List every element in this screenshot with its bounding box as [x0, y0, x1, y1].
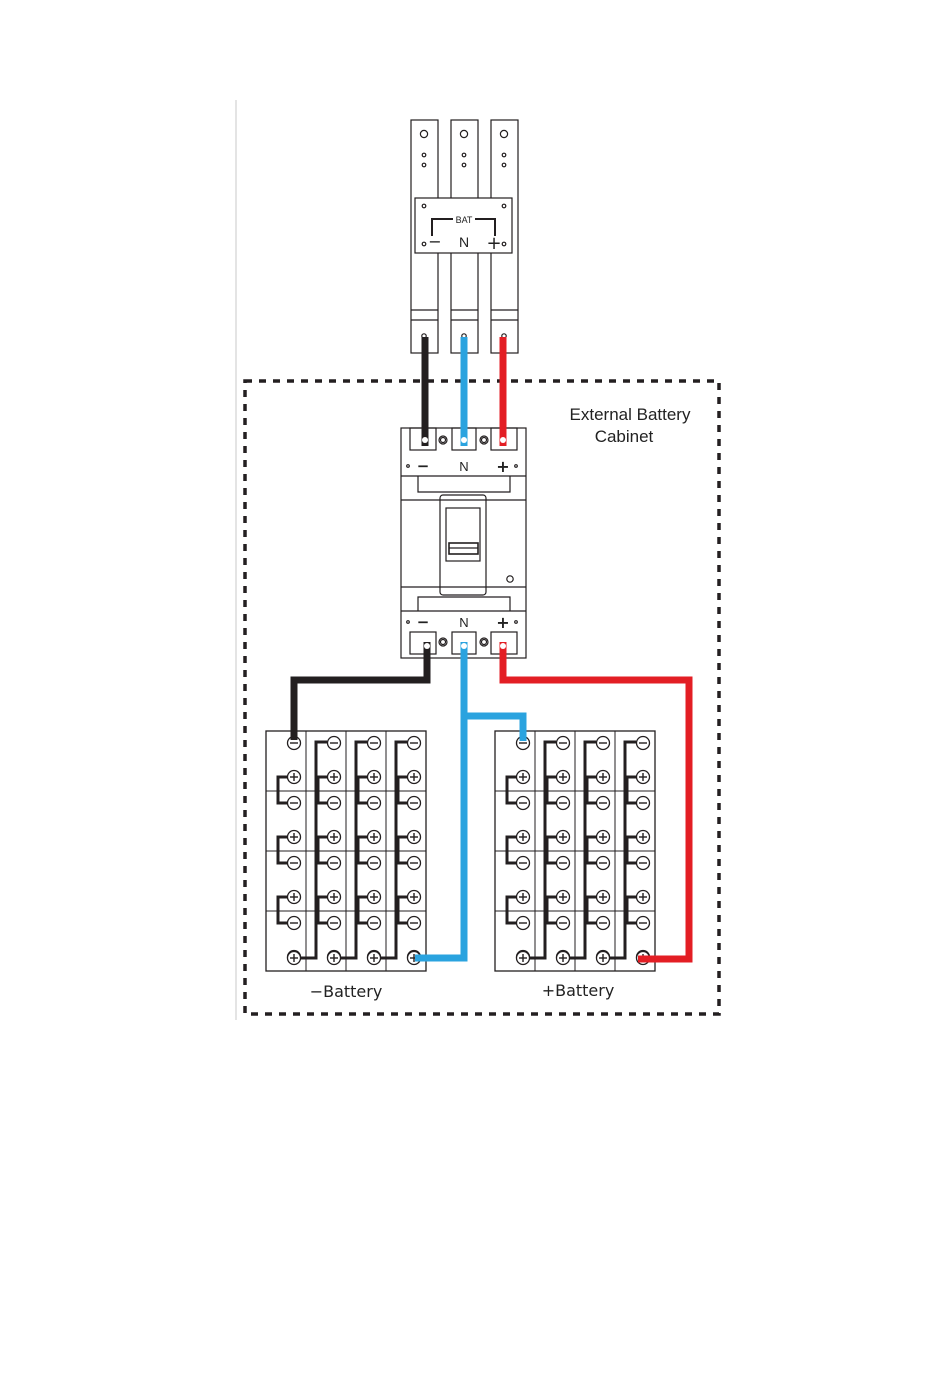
negative-battery-label: −Battery	[310, 982, 383, 1001]
breaker-top-plus-label: +	[496, 457, 509, 476]
terminal-plus-label: +	[486, 233, 501, 254]
terminal-neutral-label: N	[459, 234, 469, 250]
breaker-top-minus-label: −	[417, 457, 430, 475]
terminal-bat-label: BAT	[456, 215, 473, 225]
cabinet-title-line1: External Battery	[570, 405, 691, 424]
negative-battery-bank	[266, 731, 426, 971]
breaker-bottom-minus-label: −	[417, 613, 430, 631]
positive-battery-label: +Battery	[542, 981, 615, 1000]
positive-battery-bank	[495, 731, 655, 971]
terminal-bar-holes	[420, 130, 507, 166]
cabinet-title-line2: Cabinet	[595, 427, 654, 446]
breaker-bottom-neutral-label: N	[459, 615, 468, 630]
breaker-bottom-plus-label: +	[496, 613, 509, 632]
terminal-minus-label: −	[428, 232, 441, 251]
breaker-top-neutral-label: N	[459, 459, 468, 474]
